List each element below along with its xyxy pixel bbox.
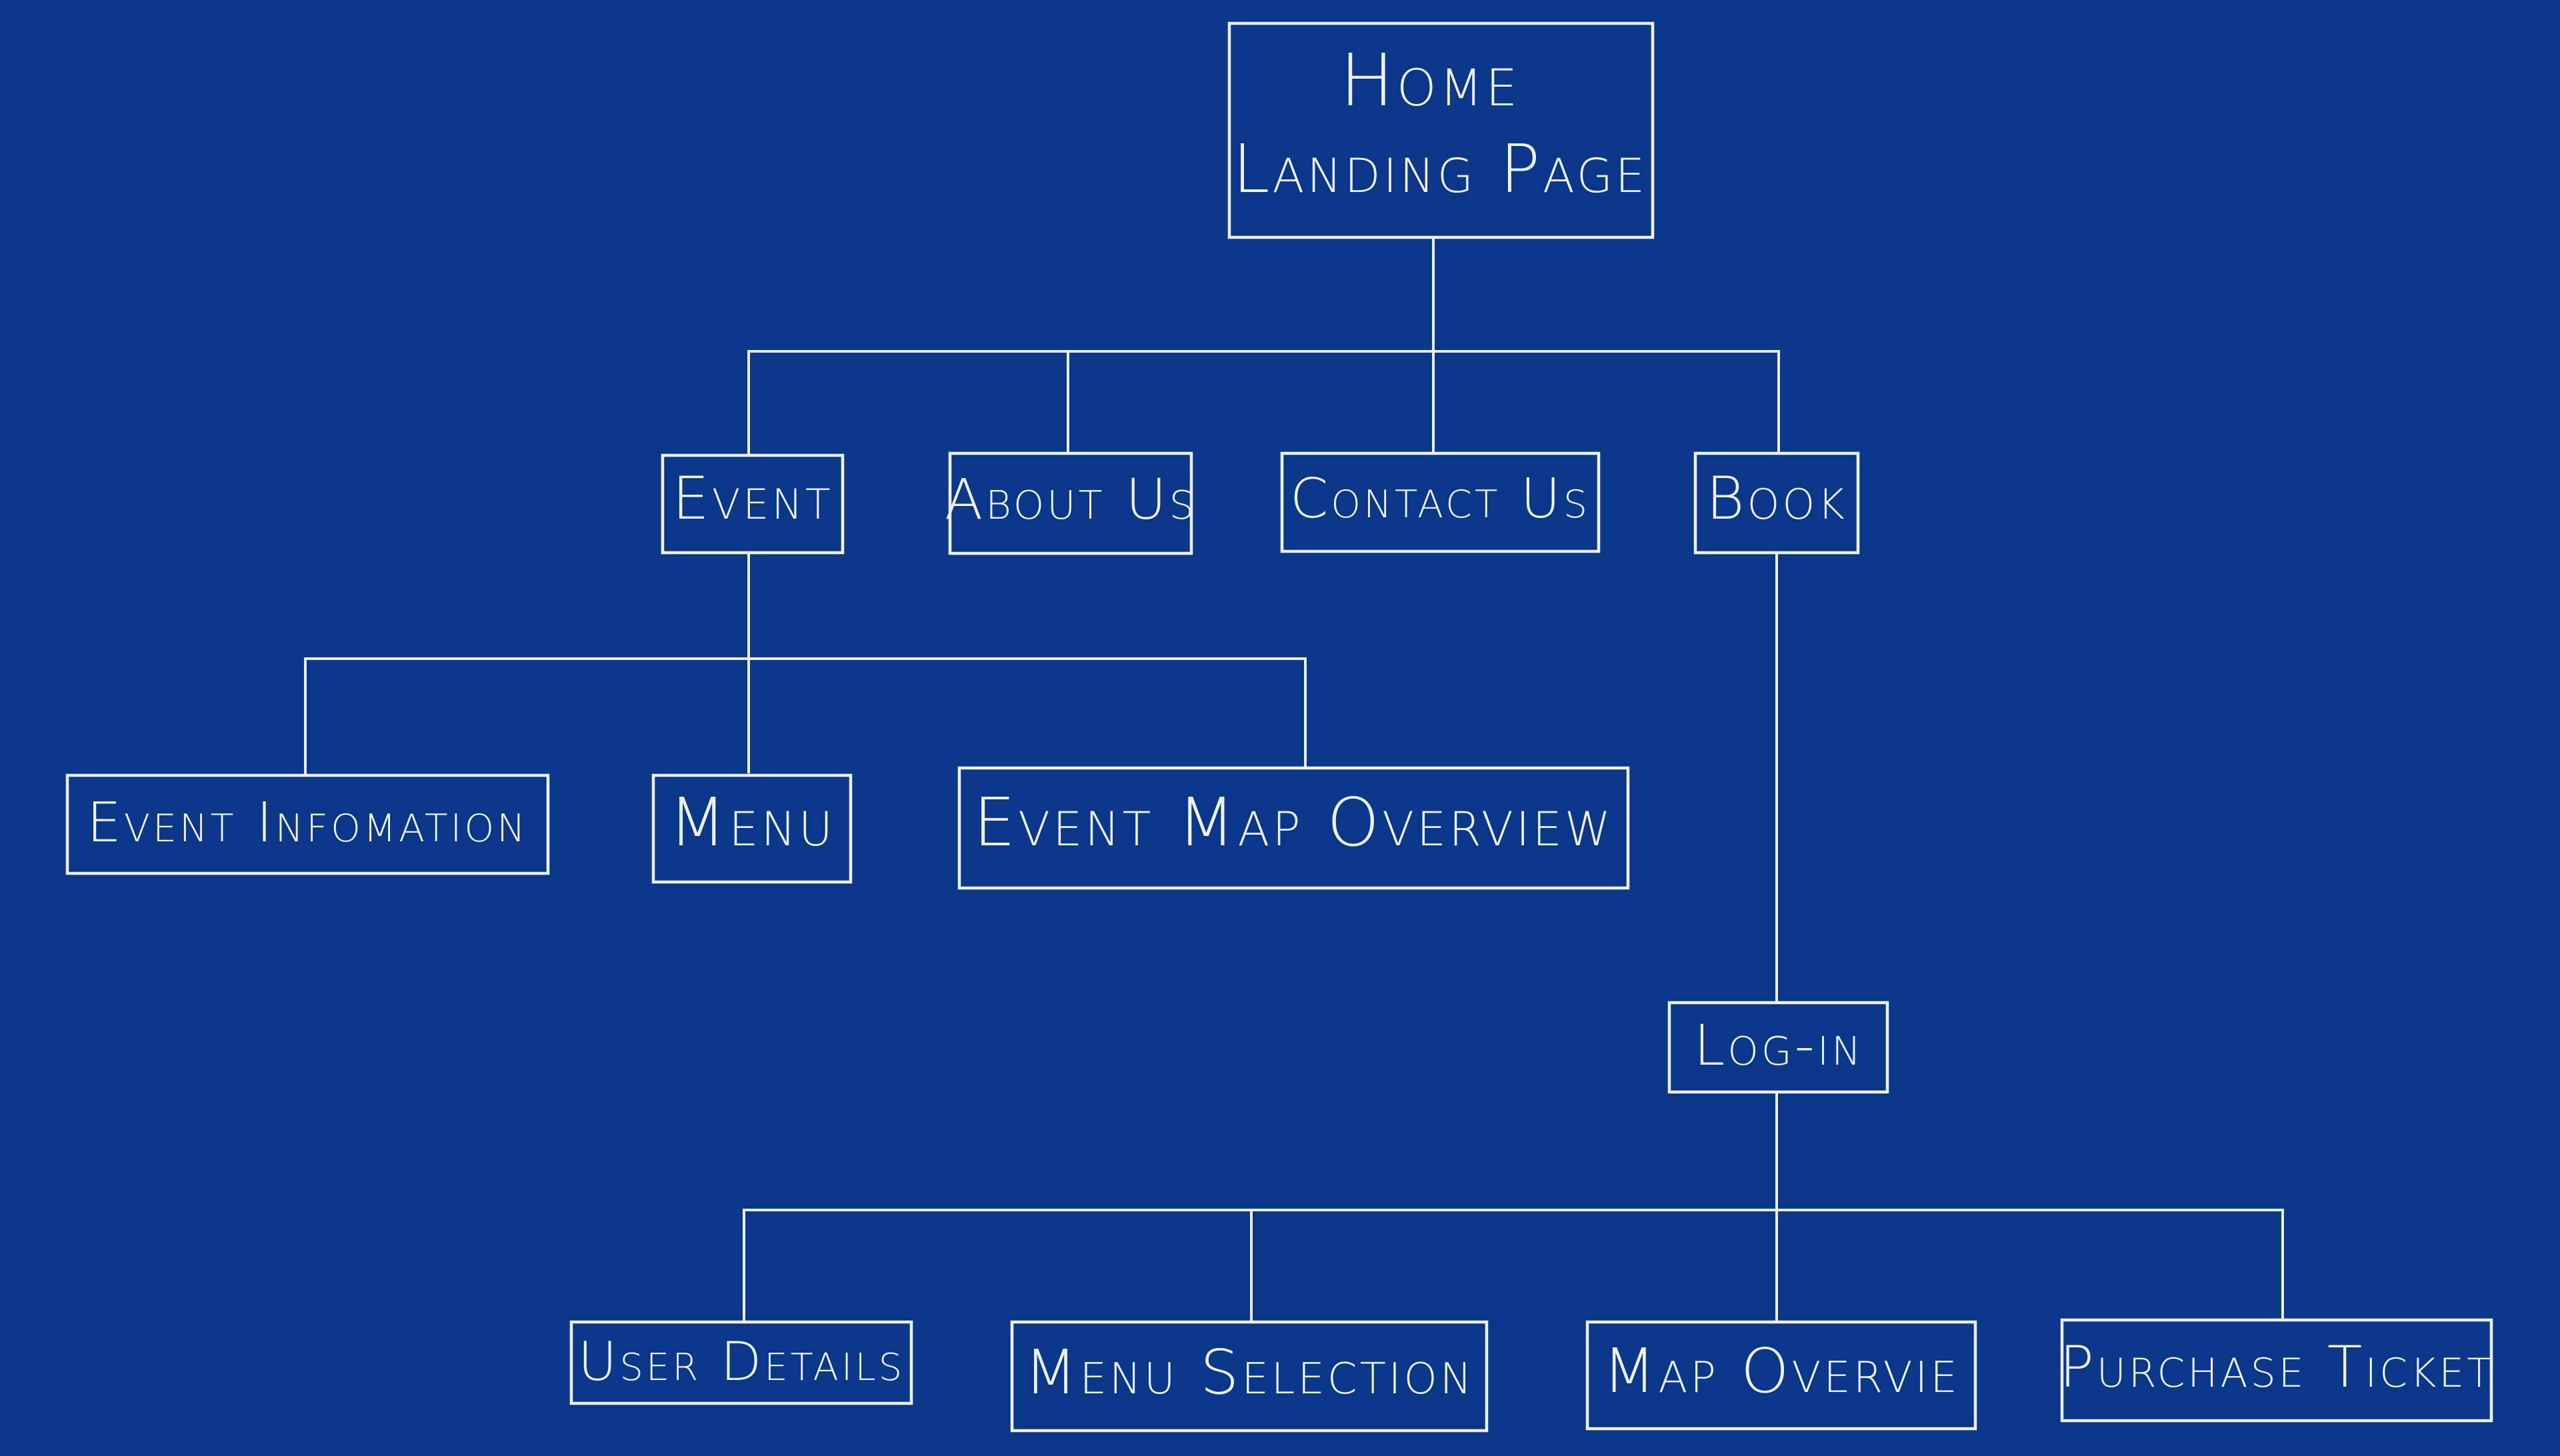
node-menu-box: [651, 773, 853, 884]
node-event-information: Event Infomation: [65, 773, 550, 875]
node-menu-selection-label: Menu Selection: [1024, 1337, 1475, 1408]
node-event-map-overview-label: Event Map Overview: [973, 783, 1613, 861]
node-event-map-overview-box: [957, 766, 1630, 890]
node-event-information-box: [65, 773, 550, 875]
node-menu-label: Menu: [669, 783, 835, 861]
node-home: Home Landing Page: [1227, 21, 1655, 239]
node-event: Event: [661, 453, 845, 555]
node-book-label: Book: [1706, 464, 1847, 533]
node-home-label-line1: Home: [1340, 39, 1521, 123]
node-home-label-line2: Landing Page: [1233, 130, 1647, 208]
node-event-information-label: Event Infomation: [87, 791, 528, 855]
node-user-details-box: [569, 1320, 913, 1405]
node-map-overview-box: [1585, 1320, 1977, 1431]
node-purchase-ticket: Purchase Ticket: [2059, 1318, 2494, 1423]
node-map-overview: Map Overvie: [1585, 1320, 1977, 1431]
node-log-in: Log-in: [1667, 1001, 1889, 1094]
node-book-box: [1693, 451, 1860, 555]
node-map-overview-label: Map Overvie: [1603, 1335, 1960, 1407]
node-user-details-label: User Details: [578, 1331, 905, 1393]
node-about-us: About Us: [945, 451, 1197, 555]
node-event-box: [661, 453, 845, 555]
node-purchase-ticket-box: [2060, 1318, 2493, 1423]
node-menu-selection: Menu Selection: [1010, 1320, 1489, 1433]
node-log-in-label: Log-in: [1694, 1013, 1864, 1078]
node-contact-us-label: Contact Us: [1290, 467, 1590, 531]
connectors-home: [747, 236, 1780, 457]
connectors-log-in: [743, 1091, 2284, 1323]
node-contact-us-box: [1280, 451, 1601, 553]
node-contact-us: Contact Us: [1280, 451, 1601, 553]
node-book: Book: [1693, 451, 1860, 555]
node-user-details: User Details: [569, 1320, 913, 1405]
node-menu-selection-box: [1010, 1320, 1489, 1433]
node-menu: Menu: [651, 773, 853, 884]
node-event-label: Event: [672, 464, 833, 533]
node-event-map-overview: Event Map Overview: [957, 766, 1630, 890]
node-purchase-ticket-label: Purchase Ticket: [2059, 1334, 2494, 1401]
node-about-us-box: [948, 451, 1193, 555]
node-log-in-box: [1667, 1001, 1889, 1094]
node-about-us-label: About Us: [945, 467, 1197, 532]
node-home-box: [1227, 21, 1655, 239]
connectors-event: [304, 551, 1307, 777]
